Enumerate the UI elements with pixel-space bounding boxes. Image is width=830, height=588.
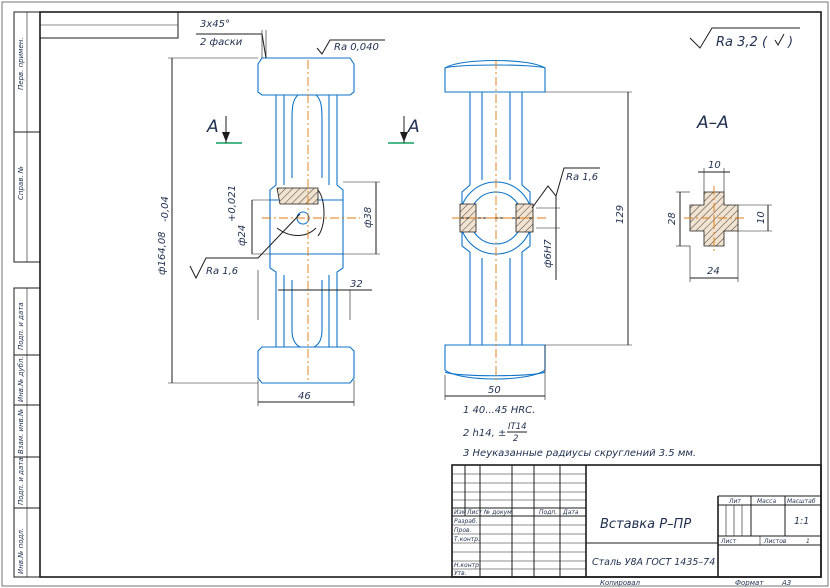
svg-text:): ): [787, 35, 793, 50]
stamp-perv-primen: Перв. примен.: [17, 37, 25, 90]
tb-scale-value: 1:1: [794, 516, 809, 527]
footer-kopiroval: Копировал: [600, 579, 641, 587]
tb-role-razrab: Разраб.: [454, 518, 478, 525]
stamp-podp-data-1: Подп. и дата: [17, 302, 25, 350]
tb-header-izm: Изм: [454, 509, 467, 516]
front-view: [257, 57, 360, 384]
roughness-ra-16-left: Ra 1,6: [206, 266, 238, 277]
stamp-podp-data-2: Подп. и дата: [17, 457, 25, 505]
section-marks: A A А–А: [206, 113, 729, 144]
dimension-lines: [168, 57, 772, 406]
footer: Копировал Формат А3: [600, 579, 791, 587]
tb-role-utv: Утв.: [454, 570, 467, 577]
side-view: [444, 60, 546, 380]
roughness-ra-0040: Ra 0,040: [334, 42, 379, 53]
tb-role-nkontr: Н.контр.: [454, 562, 481, 569]
chamfer-count: 2 фаски: [200, 37, 243, 48]
section-mark-right: A: [407, 117, 420, 137]
tb-lit: Лит: [728, 498, 741, 505]
tb-role-prov: Пров.: [454, 527, 472, 534]
tb-masshtab: Масштаб: [787, 498, 816, 505]
dim-50: 50: [488, 385, 501, 396]
dim-d-main-tol: -0,04: [160, 196, 171, 222]
dim-10-right: 10: [756, 211, 767, 224]
note-3: 3 Неуказанные радиусы скруглений 3.5 мм.: [463, 448, 696, 459]
stamp-inv-dubl: Инв.№ дубл.: [17, 356, 25, 402]
tb-header-list: Лист: [466, 509, 483, 516]
note-1: 1 40...45 HRC.: [463, 405, 535, 416]
tb-header-date: Дата: [562, 509, 579, 516]
tb-header-sign: Подп.: [539, 509, 557, 516]
dim-d24: ф24: [237, 225, 248, 246]
tb-header-doc-no: № докум.: [483, 509, 514, 516]
stamp-inv-podl: Инв.№ подл.: [17, 528, 25, 574]
dim-d-main: ф164,08: [157, 231, 168, 275]
roughness-general: Ra 3,2 (: [716, 35, 768, 50]
roughness-ra-16-right: Ra 1,6: [566, 172, 598, 183]
chamfer-angle: 3x45°: [200, 19, 230, 30]
dim-129: 129: [615, 205, 626, 224]
dim-d24-tol: +0,021: [227, 185, 238, 222]
tb-part-name: Вставка Р–ПР: [600, 517, 691, 532]
dim-24: 24: [707, 266, 720, 277]
section-title: А–А: [696, 113, 729, 133]
dim-28: 28: [667, 212, 678, 225]
left-side-stamp: Перв. примен. Справ. № Подп. и дата Инв.…: [13, 11, 41, 578]
chamfer-callout: 3x45° 2 фаски: [196, 19, 267, 59]
note-2-numerator: IT14: [508, 422, 527, 432]
dim-d38: ф38: [363, 207, 374, 228]
stamp-vzam-inv: Взам. инв.№: [17, 409, 25, 454]
section-mark-left: A: [206, 117, 219, 137]
tb-massa: Масса: [757, 498, 776, 505]
tb-role-tkontr: Т.контр.: [454, 536, 480, 543]
footer-format-value: А3: [781, 579, 791, 587]
roughness-symbols: Ra 0,040 Ra 1,6 Ra 1,6 Ra 3,2 ( ): [189, 27, 800, 280]
top-left-stamp: [39, 11, 179, 39]
dim-d6h7: ф6H7: [543, 239, 554, 268]
tb-listov-label: Листов: [763, 538, 787, 545]
dimension-texts: ф164,08 -0,04 ф24 +0,021 ф38 32 46 50 12…: [157, 160, 767, 402]
technical-notes: 1 40...45 HRC. 2 h14, ± IT14 2 3 Неуказа…: [463, 405, 696, 459]
note-2: 2 h14, ±: [463, 428, 506, 439]
dim-32: 32: [350, 279, 363, 290]
title-block: Изм Лист № докум. Подп. Дата Разраб. Про…: [451, 464, 822, 578]
tb-listov-value: 1: [806, 538, 810, 545]
tb-material: Сталь У8А ГОСТ 1435–74: [592, 557, 715, 568]
dim-46: 46: [298, 391, 311, 402]
stamp-sprav-no: Справ. №: [17, 166, 25, 200]
tb-list-label: Лист: [720, 538, 737, 545]
section-view: [684, 186, 744, 252]
dim-10-top: 10: [708, 160, 721, 171]
footer-format-label: Формат: [735, 579, 764, 587]
note-2-denominator: 2: [513, 434, 518, 444]
